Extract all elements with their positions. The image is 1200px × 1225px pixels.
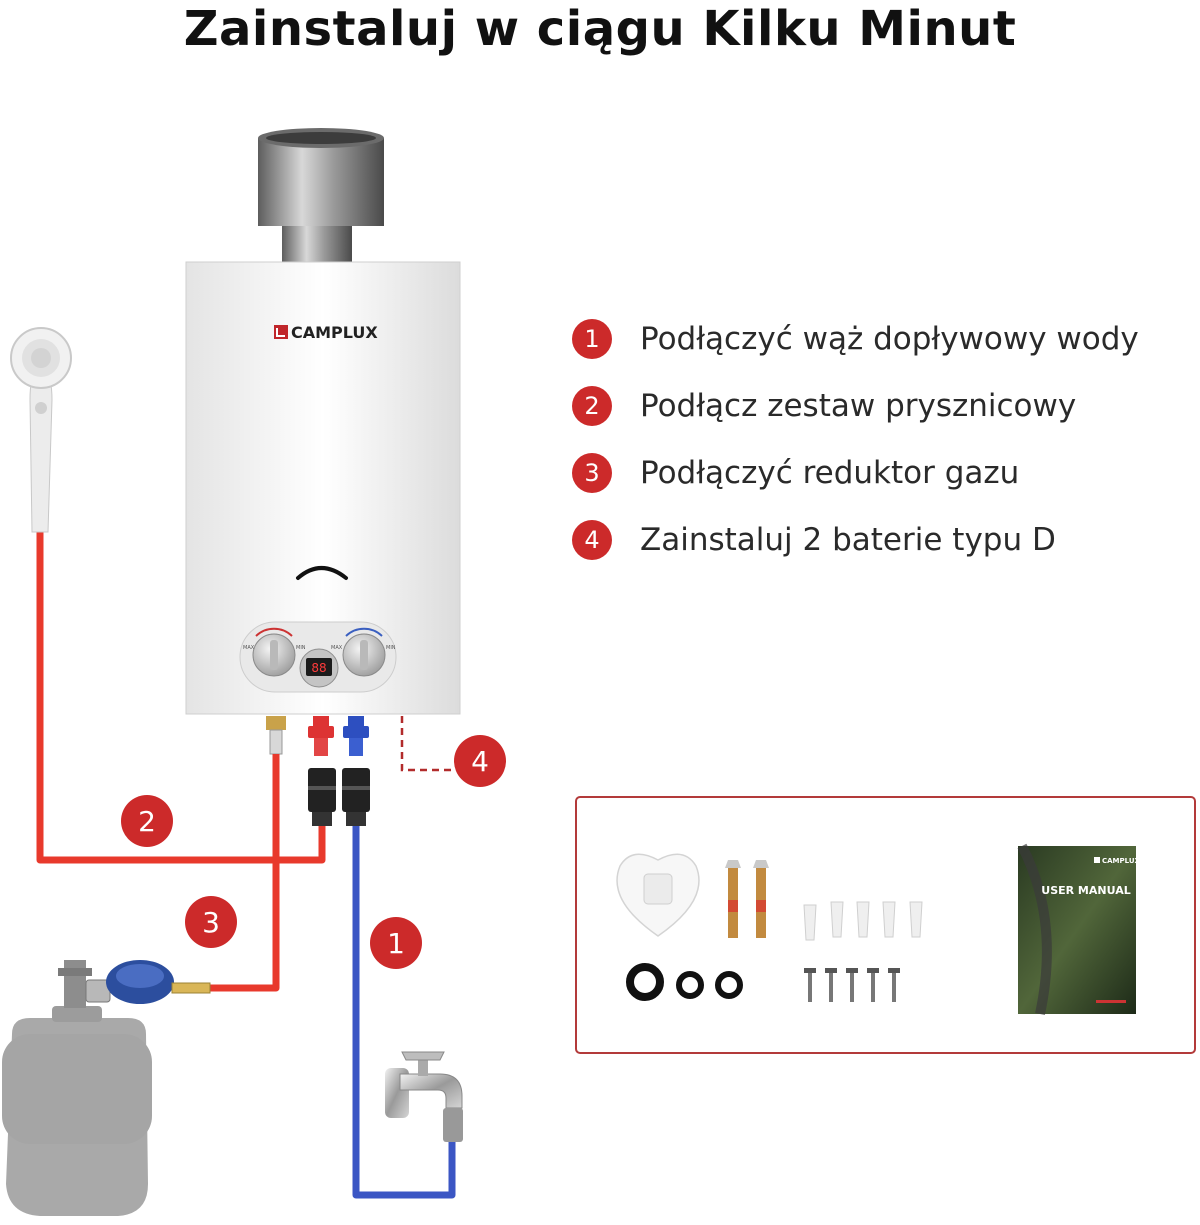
step-4-number: 4 (572, 520, 612, 560)
chimney (258, 128, 384, 262)
gas-hose (210, 754, 280, 992)
manual-logo-icon (1094, 857, 1100, 863)
step-3-number: 3 (572, 453, 612, 493)
battery-leader-line (400, 716, 454, 772)
knob-label-max-left: MAX (243, 645, 255, 651)
knob-label-min-right: MIN (386, 645, 396, 651)
gas-inlet-fitting (266, 716, 286, 755)
digital-display (306, 658, 332, 676)
wall-anchor-bolts (725, 860, 769, 938)
wall-plugs (803, 901, 923, 941)
shower-hose (36, 532, 326, 864)
step-1-number: 1 (572, 319, 612, 359)
camplux-logo-icon (274, 325, 288, 339)
manual-title: USER MANUAL (1041, 884, 1130, 897)
step-2-number: 2 (572, 386, 612, 426)
cold-water-inlet (343, 716, 369, 756)
display-reading: 88 (311, 661, 326, 675)
shower-head (10, 327, 72, 533)
rubber-washers (626, 963, 743, 1001)
manual-brand: CAMPLUX (1102, 857, 1141, 865)
callout-battery: 4 (454, 735, 506, 787)
user-manual: CAMPLUX USER MANUAL (1017, 843, 1141, 1016)
svg-text:3: 3 (202, 906, 220, 939)
callout-gas: 3 (185, 896, 237, 948)
knob-label-min-left: MIN (296, 645, 306, 651)
knob-arc-blue (345, 627, 383, 637)
step-2: 2 Podłącz zestaw prysznicowy (572, 383, 1076, 429)
water-faucet (385, 1051, 463, 1142)
knob-arc-red (255, 627, 293, 637)
step-2-label: Podłącz zestaw prysznicowy (640, 388, 1077, 424)
svg-text:2: 2 (138, 805, 156, 838)
step-3-label: Podłączyć reduktor gazu (640, 455, 1020, 491)
svg-text:4: 4 (471, 745, 489, 778)
gas-regulator (85, 960, 211, 1004)
hose-connector-hot (308, 768, 336, 826)
heater-brand: CAMPLUX (291, 323, 378, 342)
water-heater: CAMPLUX MAX MIN MAX MIN 88 (185, 261, 461, 715)
screws (804, 968, 900, 1002)
callout-shower: 2 (121, 795, 173, 847)
step-3: 3 Podłączyć reduktor gazu (572, 450, 1019, 496)
hose-connector-cold (342, 768, 370, 826)
svg-text:1: 1 (387, 927, 405, 960)
page-title: Zainstaluj w ciągu Kilku Minut (183, 1, 1017, 57)
step-4-label: Zainstaluj 2 baterie typu D (640, 522, 1056, 558)
hot-water-outlet (308, 716, 334, 756)
flame-window (296, 566, 348, 580)
callout-water: 1 (370, 917, 422, 969)
water-inlet-hose (352, 826, 456, 1199)
step-1-label: Podłączyć wąż dopływowy wody (640, 321, 1139, 357)
step-4: 4 Zainstaluj 2 baterie typu D (572, 517, 1056, 563)
shower-bracket (616, 853, 700, 937)
step-1: 1 Podłączyć wąż dopływowy wody (572, 316, 1139, 362)
knob-label-max-right: MAX (331, 645, 343, 651)
gas-bottle (2, 960, 152, 1216)
